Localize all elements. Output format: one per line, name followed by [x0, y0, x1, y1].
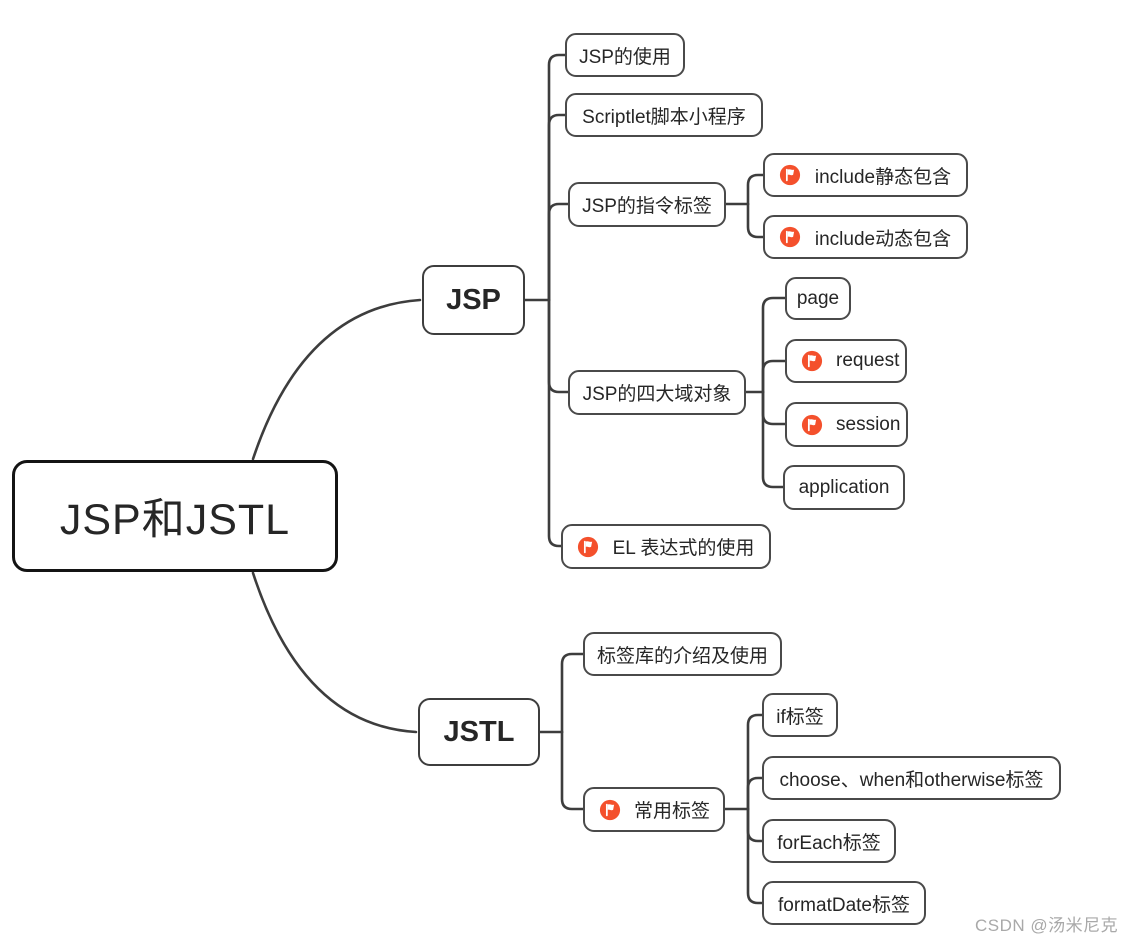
node-common-tags[interactable]: 常用标签 — [583, 787, 725, 832]
connector-include-static — [746, 173, 765, 206]
node-jsp[interactable]: JSP — [422, 265, 525, 335]
node-page[interactable]: page — [785, 277, 851, 320]
node-session[interactable]: session — [785, 402, 908, 447]
node-common-tags-label: 常用标签 — [634, 801, 711, 822]
node-include-dynamic-label: include动态包含 — [814, 228, 952, 250]
node-scriptlet-label: Scriptlet脚本小程序 — [582, 106, 746, 128]
connector-request — [761, 359, 787, 394]
flag-icon — [801, 414, 823, 435]
node-formatdate-tag[interactable]: formatDate标签 — [762, 881, 926, 925]
node-formatdate-tag-label: formatDate标签 — [778, 894, 910, 916]
node-jstl[interactable]: JSTL — [418, 698, 540, 766]
connector-root-jstl — [251, 571, 418, 734]
connector-choose — [746, 776, 764, 811]
connector-foreach — [746, 807, 764, 843]
node-jsp-directive[interactable]: JSP的指令标签 — [568, 182, 726, 227]
node-jsp-directive-label: JSP的指令标签 — [582, 196, 712, 217]
flag-icon — [801, 350, 823, 372]
connector-jstl-common — [560, 730, 585, 811]
node-request-label: request — [836, 350, 900, 371]
node-jstl-label: JSTL — [443, 715, 515, 748]
connector-include-dynamic — [746, 202, 765, 239]
node-include-static[interactable]: include静态包含 — [763, 153, 968, 197]
connector-jsp-domains — [547, 298, 570, 394]
flag-icon — [599, 799, 621, 820]
node-include-dynamic[interactable]: include动态包含 — [763, 215, 968, 259]
node-scriptlet[interactable]: Scriptlet脚本小程序 — [565, 93, 763, 137]
node-taglib[interactable]: 标签库的介绍及使用 — [583, 632, 782, 676]
csdn-watermark: CSDN @汤米尼克 — [975, 916, 1119, 935]
node-jsp-usage-label: JSP的使用 — [579, 46, 671, 68]
flag-icon — [779, 226, 801, 248]
flag-icon — [779, 164, 801, 186]
connector-session — [761, 390, 787, 426]
connector-jsp-el — [547, 298, 563, 548]
node-if-tag[interactable]: if标签 — [762, 693, 838, 737]
node-root[interactable]: JSP和JSTL — [12, 460, 338, 572]
connector-formatdate — [746, 807, 764, 905]
node-el-expression-label: EL 表达式的使用 — [612, 538, 755, 559]
connector-application — [761, 390, 785, 489]
node-application-label: application — [798, 476, 890, 498]
node-request[interactable]: request — [785, 339, 907, 383]
node-taglib-label: 标签库的介绍及使用 — [596, 645, 768, 667]
connector-root-jsp — [251, 298, 422, 461]
node-include-static-label: include静态包含 — [814, 166, 952, 188]
connector-if — [746, 713, 764, 811]
connector-jsp-directive — [547, 202, 570, 302]
node-root-label: JSP和JSTL — [59, 496, 291, 544]
node-jsp-domains-label: JSP的四大域对象 — [582, 384, 732, 405]
node-foreach-tag[interactable]: forEach标签 — [762, 819, 896, 863]
node-application[interactable]: application — [783, 465, 905, 510]
node-session-label: session — [836, 413, 901, 435]
node-choose-tag-label: choose、when和otherwise标签 — [779, 769, 1044, 791]
connector-jsp-scriptlet — [547, 113, 567, 302]
node-foreach-tag-label: forEach标签 — [777, 832, 881, 854]
node-page-label: page — [796, 287, 840, 309]
node-jsp-label: JSP — [446, 283, 501, 316]
node-jsp-usage[interactable]: JSP的使用 — [565, 33, 685, 77]
connector-jsp-usage — [547, 53, 567, 302]
flag-icon — [577, 536, 599, 557]
connector-page — [761, 296, 787, 394]
node-choose-tag[interactable]: choose、when和otherwise标签 — [762, 756, 1061, 800]
node-el-expression[interactable]: EL 表达式的使用 — [561, 524, 771, 569]
connector-jstl-taglib — [560, 652, 585, 734]
node-if-tag-label: if标签 — [776, 706, 824, 728]
node-jsp-domains[interactable]: JSP的四大域对象 — [568, 370, 746, 415]
